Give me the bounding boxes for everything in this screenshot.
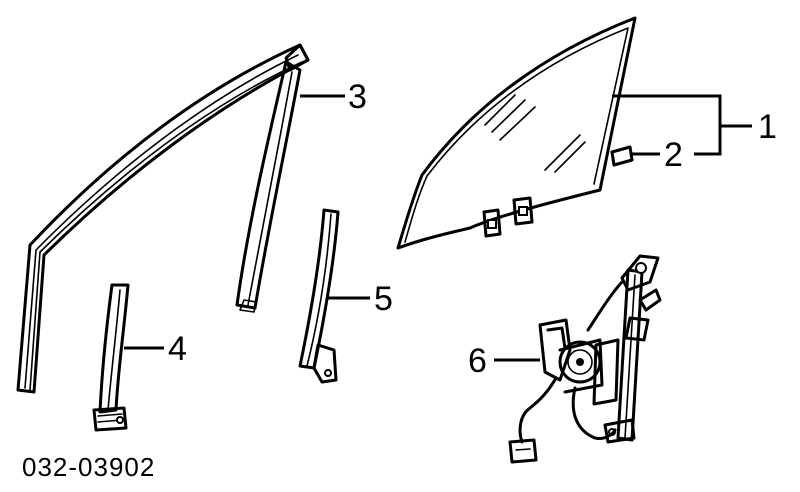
callout-5: 5 [374,280,393,318]
glass-spacer-clip [610,145,634,167]
leader-1 [612,94,752,156]
callout-6: 6 [468,342,487,380]
front-sash-channel [92,283,130,432]
door-glass [396,16,637,250]
leader-lines [124,94,752,362]
rear-sash-channel [298,208,340,384]
callout-4: 4 [168,330,187,368]
diagram-code: 032-03902 [22,452,155,482]
callout-1: 1 [758,108,777,146]
window-regulator [508,254,662,464]
door-run-channel [16,43,310,394]
callout-2: 2 [664,136,683,174]
callout-numbers: 1 2 3 4 5 6 [168,78,777,380]
callout-3: 3 [348,78,367,116]
